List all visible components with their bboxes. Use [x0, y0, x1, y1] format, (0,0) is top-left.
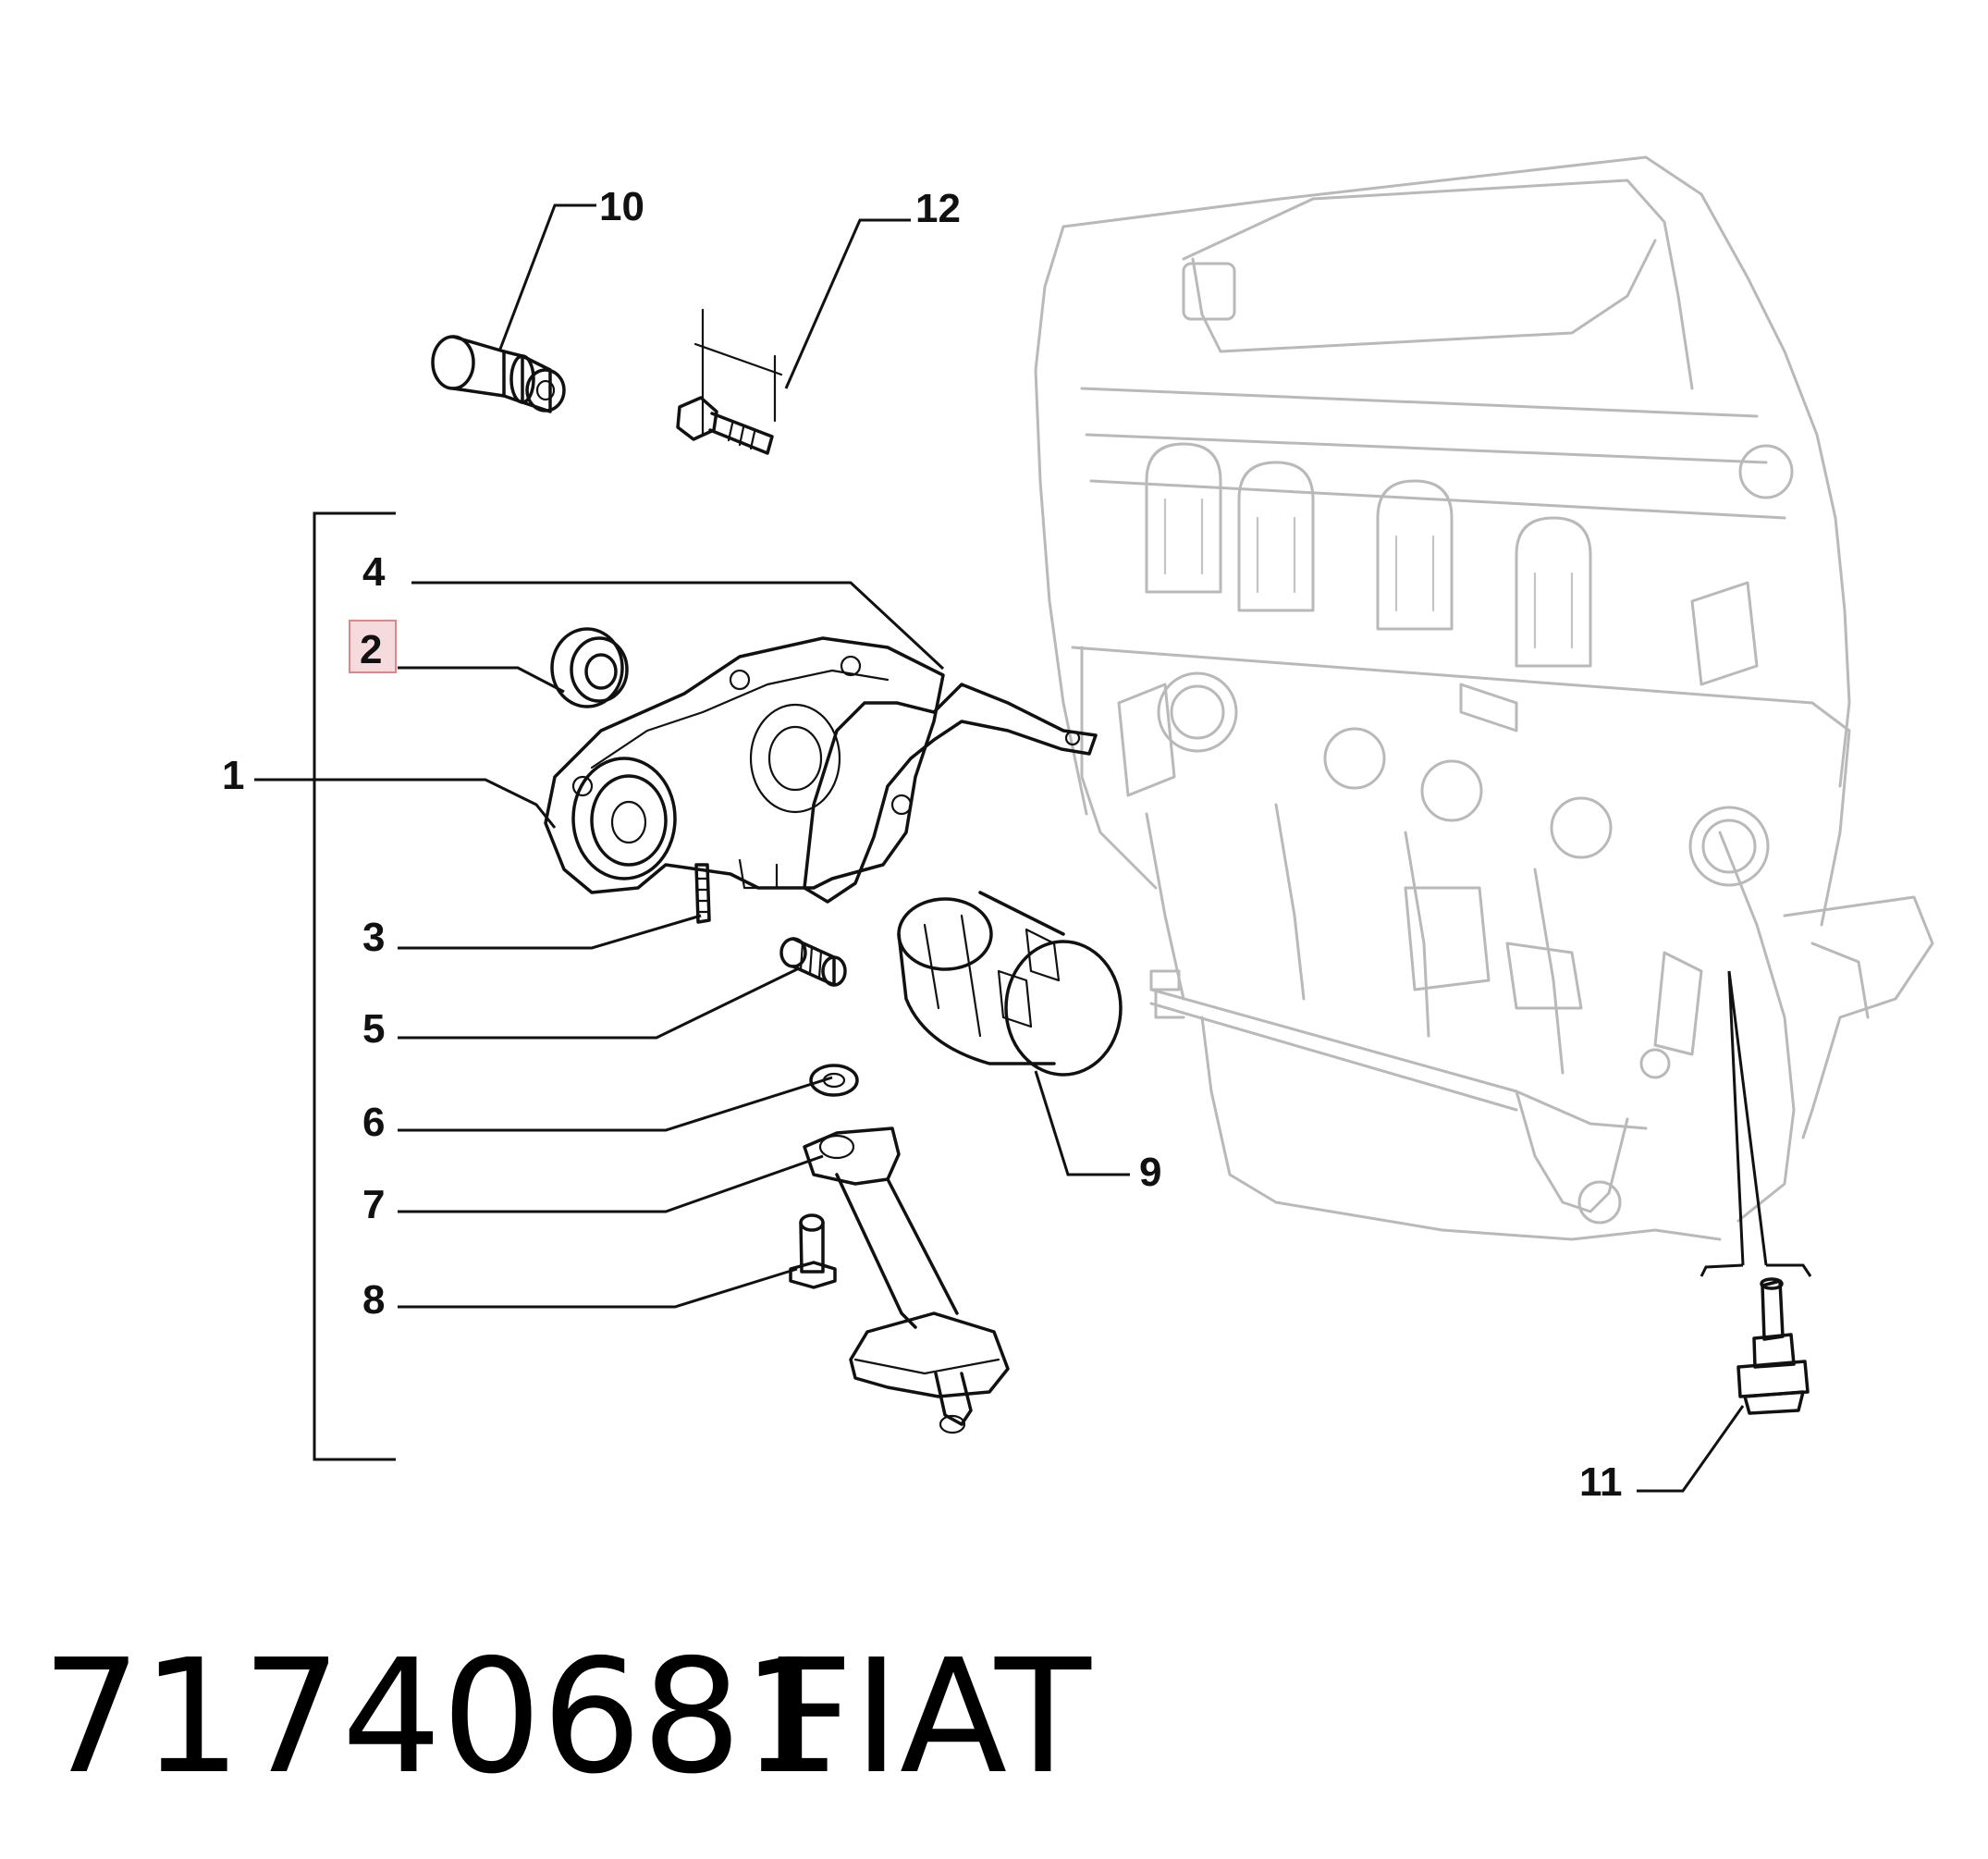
stud — [694, 863, 711, 924]
callout-5: 5 — [362, 1006, 385, 1052]
oil-pressure-sender — [431, 335, 566, 413]
oil-seal — [550, 627, 629, 708]
callout-7: 7 — [362, 1182, 385, 1227]
callout-11: 11 — [1579, 1459, 1623, 1505]
oil-pump — [544, 636, 945, 894]
part-number: 71740681 — [42, 1626, 841, 1809]
washer — [809, 1064, 859, 1097]
callout-6: 6 — [362, 1100, 385, 1145]
pickup-bolt — [789, 1213, 837, 1289]
callout-3: 3 — [362, 915, 385, 960]
callout-8: 8 — [362, 1277, 385, 1323]
callout-1: 1 — [222, 753, 244, 798]
leader-lines — [254, 203, 1812, 1493]
engine-block-illustration — [1034, 155, 1934, 1241]
pump-gasket — [803, 683, 1098, 904]
callout-12: 12 — [915, 186, 961, 231]
oil-pickup-tube — [803, 1126, 1010, 1434]
hex-bolt — [676, 308, 783, 455]
callout-4: 4 — [362, 549, 386, 595]
brand-name: FIAT — [763, 1626, 1092, 1809]
callout-2: 2 — [360, 627, 382, 672]
callout-9: 9 — [1139, 1150, 1161, 1195]
temperature-sender — [1736, 1277, 1810, 1415]
callout-2-highlight — [349, 620, 397, 673]
assembly-bracket — [313, 511, 396, 1461]
oil-filter — [897, 891, 1123, 1077]
threaded-plug — [779, 937, 847, 987]
callout-10: 10 — [599, 184, 644, 229]
